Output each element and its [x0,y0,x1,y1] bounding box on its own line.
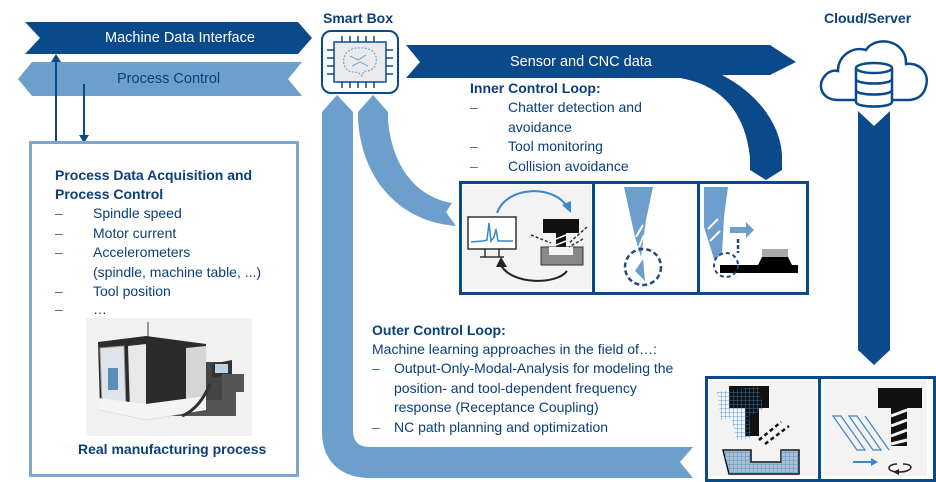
down-arrow-head [79,135,89,143]
machine-data-interface-arrow [25,22,312,54]
up-arrow-head [51,54,61,62]
list-item: avoidance [508,118,572,135]
nc-path-planning-illustration [823,380,927,476]
inner-loop-list: –Chatter detection and avoidance –Tool m… [470,98,642,176]
process-control-label: Process Control [117,71,221,87]
process-control-arrow [18,62,302,96]
chip-brain-icon [321,30,399,94]
modal-analysis-illustration [709,380,817,476]
process-caption: Real manufacturing process [78,441,267,457]
process-box-title-line1: Process Data Acquisition and [55,167,253,183]
list-item: –Collision avoidance [470,157,629,174]
process-box-title: Process Data Acquisition and Process Con… [55,166,252,204]
sensor-cnc-data-arrow [406,45,796,180]
list-item: –Motor current [55,224,177,241]
outer-loop-list: –Output-Only-Modal-Analysis for modeling… [372,359,673,437]
list-item: –Tool position [55,283,171,299]
list-item: –… [55,300,107,317]
smart-box-title: Smart Box [323,10,394,26]
panel-divider [592,181,595,295]
process-box-title-line2: Process Control [55,186,164,202]
outer-loop-title: Outer Control Loop: [372,322,506,338]
process-data-list: –Spindle speed –Motor current –Accelerom… [55,204,261,316]
cloud-down-arrow [858,111,890,365]
collision-avoidance-illustration [704,187,798,278]
list-item: –Chatter detection and [470,99,642,115]
list-item: –Tool monitoring [470,138,603,154]
inner-loop-arrow [358,95,456,226]
cloud-server-title: Cloud/Server [824,10,912,26]
chatter-detection-illustration [463,185,591,289]
list-item: –Accelerometers [55,244,191,260]
tool-monitoring-illustration [623,187,663,287]
cnc-machine-image [86,318,252,436]
panel-divider [697,181,700,295]
inner-loop-title: Inner Control Loop: [470,80,601,96]
list-item: –NC path planning and optimization [372,418,609,435]
list-item: response (Receptance Coupling) [394,399,599,415]
cloud-database-icon [819,40,929,108]
sensor-cnc-data-label: Sensor and CNC data [510,54,652,70]
list-item: position- and tool-dependent frequency [394,379,637,396]
list-item: (spindle, machine table, ...) [93,263,262,280]
list-item: –Spindle speed [55,205,182,221]
outer-loop-intro: Machine learning approaches in the field… [372,341,657,357]
panel-divider [818,376,821,482]
list-item: –Output-Only-Modal-Analysis for modeling… [372,360,674,376]
machine-data-interface-label: Machine Data Interface [105,30,255,46]
